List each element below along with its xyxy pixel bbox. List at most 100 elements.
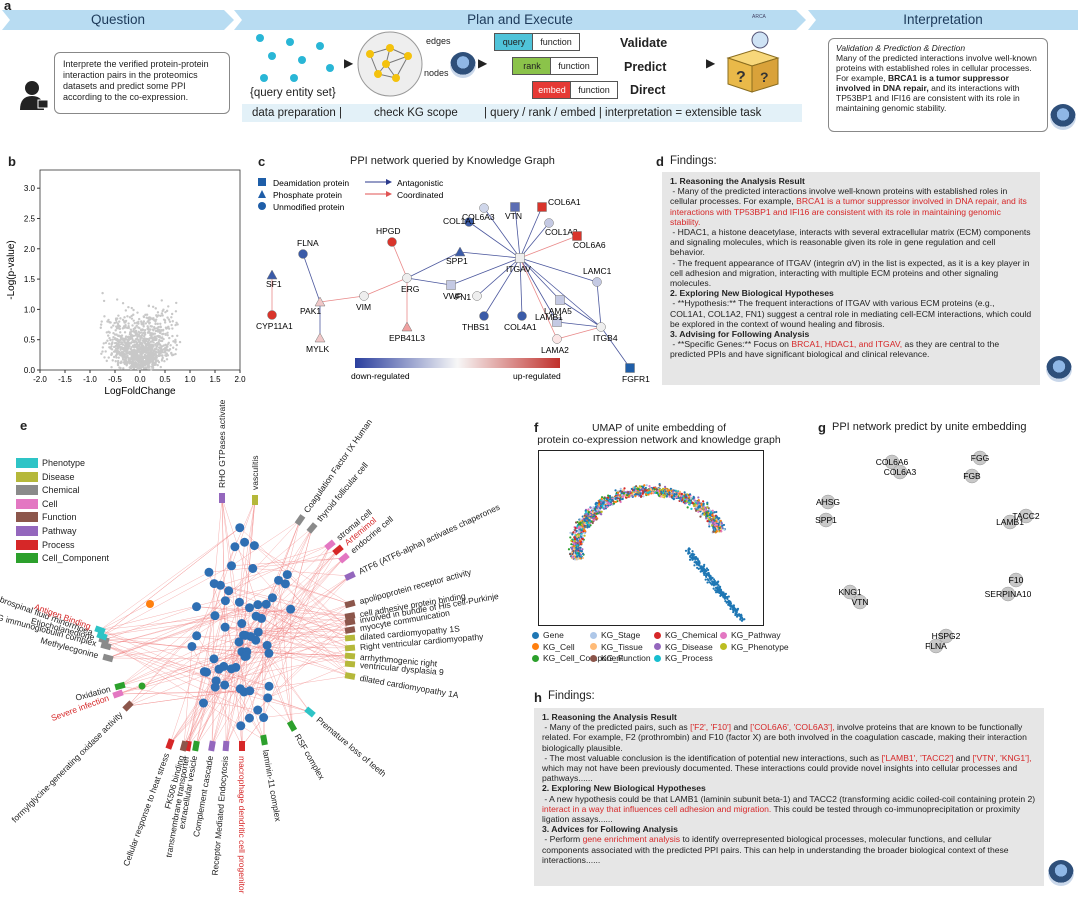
volcano-point: [167, 318, 171, 321]
network-edge: [600, 326, 631, 369]
volcano-point: [137, 322, 140, 325]
enrichment-edge: [224, 575, 351, 686]
umap-point: [581, 548, 584, 551]
umap-point: [585, 521, 588, 525]
umap-point: [693, 564, 696, 567]
umap-point: [584, 513, 588, 516]
colorbar-low: down-regulated: [351, 371, 410, 381]
node-mylk: [314, 332, 326, 343]
volcano-ylabel: -Log(p-value): [6, 240, 17, 299]
volcano-point: [162, 337, 165, 341]
arca-label: ARCA: [752, 14, 766, 20]
umap-point: [592, 519, 596, 522]
umap-point: [589, 506, 592, 509]
umap-point: [708, 518, 711, 521]
gene-node: [253, 705, 263, 715]
node-itgav: [515, 253, 525, 263]
umap-point: [704, 578, 707, 581]
network-edge: [559, 299, 602, 328]
volcano-point: [137, 334, 141, 338]
enrichment-edge: [257, 604, 351, 665]
volcano-point: [156, 322, 159, 326]
volcano-point: [119, 366, 122, 370]
interpretation-box: Validation & Prediction & Direction Many…: [828, 38, 1048, 132]
volcano-point: [120, 337, 124, 340]
umap-point: [732, 608, 735, 611]
enrichment-edge: [196, 606, 351, 617]
umap-point: [570, 551, 574, 554]
umap-point: [593, 510, 596, 513]
volcano-point: [139, 358, 142, 361]
enrichment-edge: [195, 627, 226, 747]
volcano-point: [154, 322, 157, 326]
legend-phosphate: Phosphate protein: [273, 190, 342, 200]
umap-point: [702, 569, 705, 572]
legend-unmodified: Unmodified protein: [273, 202, 345, 212]
volcano-point: [162, 332, 165, 336]
volcano-point: [150, 332, 153, 335]
findings-h: 1. Reasoning the Analysis Result - Many …: [534, 708, 1044, 886]
gene-node: [280, 579, 290, 589]
volcano-point: [146, 320, 149, 323]
umap-legend-gene: Gene: [532, 630, 564, 640]
volcano-point: [126, 326, 129, 330]
volcano-point: [138, 349, 141, 353]
volcano-point: [134, 329, 138, 333]
node-lama5: [555, 295, 565, 305]
term-node: [344, 626, 356, 634]
umap-point: [616, 491, 620, 494]
node-vtn: [510, 202, 520, 212]
volcano-point: [147, 360, 150, 363]
umap-point: [579, 553, 582, 556]
enrichment-edge: [105, 645, 216, 688]
enrichment-edge: [119, 618, 262, 687]
umap-point: [711, 582, 714, 586]
term-node: [100, 641, 112, 651]
volcano-point: [147, 345, 151, 349]
umap-point: [600, 496, 604, 499]
pred-node-label: FGG: [971, 453, 989, 463]
legend-function: Function: [16, 512, 77, 523]
pred-node-label: TACC2: [1012, 511, 1040, 521]
arrow-2: ▶: [478, 56, 488, 70]
term-label: RHO GTPases activate PAKs: [217, 400, 227, 488]
enrichment-edge: [225, 527, 313, 601]
gene-node: [245, 603, 255, 613]
enrichment-edge: [254, 545, 351, 631]
enrichment-edge: [119, 634, 244, 687]
svg-text:?: ?: [736, 69, 746, 86]
volcano-point: [104, 341, 108, 344]
umap-point: [668, 495, 671, 498]
term-label: macrophage dendritic cell progenitor: [237, 756, 247, 894]
term-label: Premature loss of teeth: [314, 715, 388, 779]
volcano-point: [117, 327, 121, 330]
volcano-point: [104, 350, 107, 353]
umap-point: [720, 589, 723, 593]
volcano-point: [137, 344, 141, 347]
volcano-point: [174, 348, 178, 351]
umap-point: [581, 525, 584, 528]
volcano-point: [144, 363, 147, 367]
volcano-point: [133, 345, 137, 348]
network-edge: [519, 235, 578, 259]
volcano-point: [175, 343, 179, 347]
volcano-point: [127, 335, 130, 339]
volcano-point: [134, 338, 138, 341]
umap-point: [719, 519, 722, 522]
volcano-point: [174, 340, 177, 343]
volcano-ytick: 1.0: [24, 305, 36, 314]
umap-point: [604, 507, 607, 510]
umap-point: [599, 504, 602, 508]
volcano-point: [129, 331, 132, 335]
volcano-point: [103, 315, 106, 318]
robot-icon-4: [1048, 860, 1074, 886]
pred-node-f10: [1008, 572, 1024, 588]
umap-point: [622, 492, 626, 495]
enrichment-edge: [101, 527, 240, 637]
umap-point: [574, 542, 577, 545]
pred-node-label: COL6A3: [884, 467, 917, 477]
umap-point: [576, 544, 579, 547]
umap-point: [579, 518, 582, 521]
robot-icon-3: [1046, 356, 1072, 382]
volcano-point: [142, 348, 146, 351]
